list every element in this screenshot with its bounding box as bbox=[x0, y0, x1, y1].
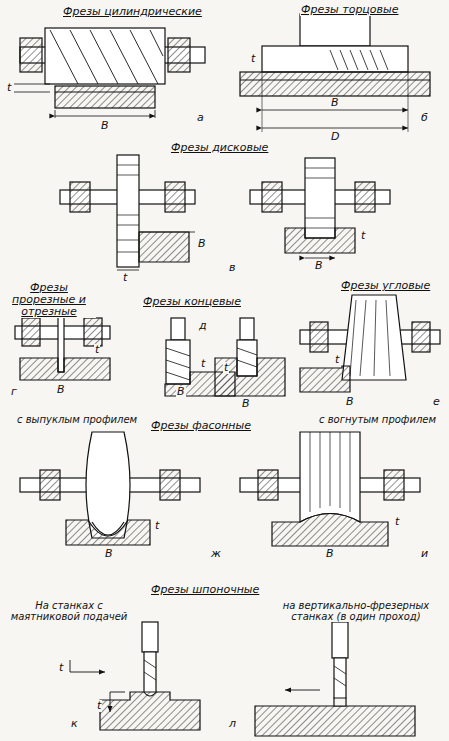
dimension-label: t bbox=[122, 272, 128, 284]
dimension-label: B bbox=[104, 548, 114, 560]
section-heading: Фрезы шпоночные bbox=[150, 584, 260, 596]
section-heading: Фрезы цилиндрические bbox=[62, 6, 203, 18]
dimension-label: t bbox=[58, 662, 64, 674]
dimension-label: B bbox=[241, 398, 251, 410]
section-heading: Фрезы фасонные bbox=[150, 420, 252, 432]
note-text: с выпуклым профилем bbox=[16, 414, 138, 425]
dimension-label: t bbox=[250, 53, 256, 65]
dimension-label: B bbox=[314, 260, 324, 272]
dimension-label: B bbox=[325, 548, 335, 560]
dimension-label: в bbox=[228, 262, 236, 274]
dimension-label: е bbox=[432, 396, 441, 408]
dimension-label: t bbox=[394, 516, 400, 528]
dimension-label: г bbox=[10, 386, 18, 398]
dimension-label: B bbox=[197, 238, 207, 250]
dimension-label: B bbox=[56, 384, 66, 396]
dimension-label: а bbox=[196, 112, 205, 124]
dimension-label: и bbox=[420, 548, 429, 560]
dimension-label: D bbox=[330, 131, 340, 143]
note-text: с вогнутым профилем bbox=[318, 414, 437, 425]
dimension-label: t bbox=[334, 354, 340, 366]
dimension-label: t bbox=[360, 230, 366, 242]
dimension-label: к bbox=[70, 718, 79, 730]
note-text: На станках с маятниковой подачей bbox=[8, 600, 130, 622]
section-heading: Фрезы дисковые bbox=[170, 142, 269, 154]
dimension-label: л bbox=[228, 718, 237, 730]
dimension-label: t bbox=[200, 358, 206, 370]
section-heading: Фрезы угловые bbox=[340, 280, 431, 292]
dimension-label: б bbox=[420, 112, 429, 124]
dimension-label: ж bbox=[210, 548, 222, 560]
dimension-label: д bbox=[198, 320, 208, 332]
section-heading: Фрезы торцовые bbox=[300, 4, 400, 16]
dimension-label: B bbox=[330, 97, 340, 109]
dimension-label: t bbox=[96, 700, 102, 712]
dimension-label: t bbox=[154, 520, 160, 532]
dimension-label: B bbox=[345, 396, 355, 408]
note-text: на вертикально-фрезерных станках (в один… bbox=[270, 600, 442, 622]
dimension-label: t bbox=[223, 362, 229, 374]
dimension-label: t bbox=[94, 344, 100, 356]
section-heading: Фрезы прорезные и отрезные bbox=[2, 282, 96, 318]
section-heading: Фрезы концевые bbox=[142, 296, 242, 308]
dimension-label: t bbox=[6, 82, 12, 94]
dimension-label: B bbox=[100, 120, 110, 132]
dimension-label: B bbox=[176, 386, 186, 398]
